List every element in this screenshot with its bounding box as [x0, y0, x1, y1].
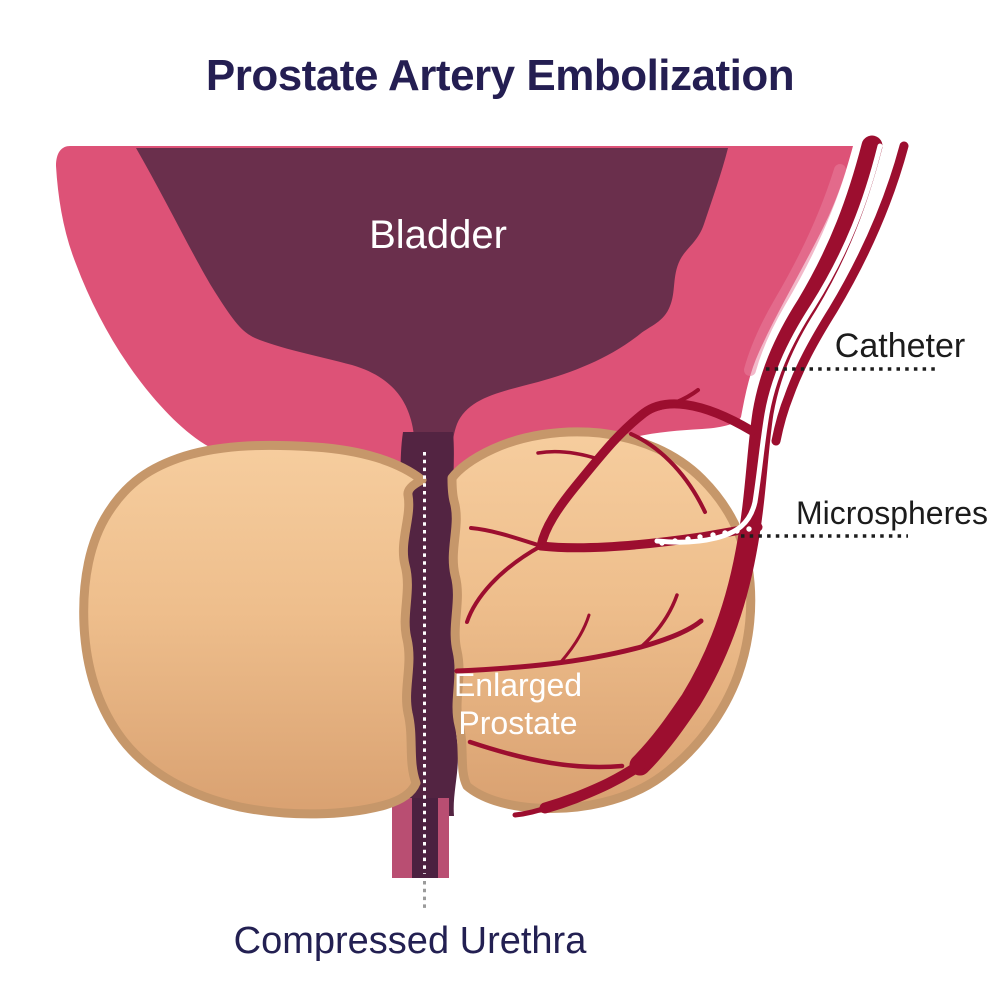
microsphere-dot: [722, 530, 728, 536]
main-artery-band-tip: [512, 804, 551, 818]
artery-branch-left: [469, 526, 543, 548]
artery-branch-small-left: [536, 449, 600, 461]
microsphere-dot: [672, 538, 678, 544]
microsphere-dot: [685, 536, 691, 542]
catheter-line: [654, 143, 883, 545]
artery-branch-mid-horizontal: [454, 618, 704, 674]
artery-trunk-branch: [536, 399, 757, 551]
catheter-label: Catheter: [835, 327, 965, 365]
artery-branch-bottom: [467, 739, 625, 770]
artery-branch-small-vertical: [558, 613, 591, 665]
diagram-title: Prostate Artery Embolization: [206, 51, 794, 100]
compressed-urethra-label: Compressed Urethra: [234, 920, 588, 962]
enlarged-prostate-label-line1: Enlarged: [454, 667, 582, 703]
microsphere-dot: [734, 528, 740, 534]
microspheres-label: Microspheres: [796, 495, 988, 531]
prostate-left-lobe: [79, 440, 427, 819]
artery-branch-top: [643, 388, 700, 414]
microsphere-branch: [536, 522, 763, 553]
microsphere-dots: [659, 526, 752, 546]
bladder-label: Bladder: [369, 213, 507, 257]
artery-outer-wall-line: [771, 141, 909, 446]
artery-branch-lower-left: [465, 544, 543, 624]
artery-branch-mid-fork: [639, 593, 679, 649]
microsphere-dot: [697, 534, 703, 540]
microsphere-dot: [659, 540, 665, 546]
bladder-wall-highlight: [744, 164, 846, 376]
bladder-interior-shape: [136, 148, 728, 473]
microsphere-dot: [710, 532, 716, 538]
microsphere-dot: [746, 526, 752, 532]
artery-branch-upper-right: [629, 432, 707, 514]
main-artery-band-taper: [539, 759, 646, 814]
main-artery-band: [629, 135, 883, 776]
enlarged-prostate-label-line2: Prostate: [458, 705, 577, 741]
prostatic-artery-tree: [454, 135, 909, 818]
